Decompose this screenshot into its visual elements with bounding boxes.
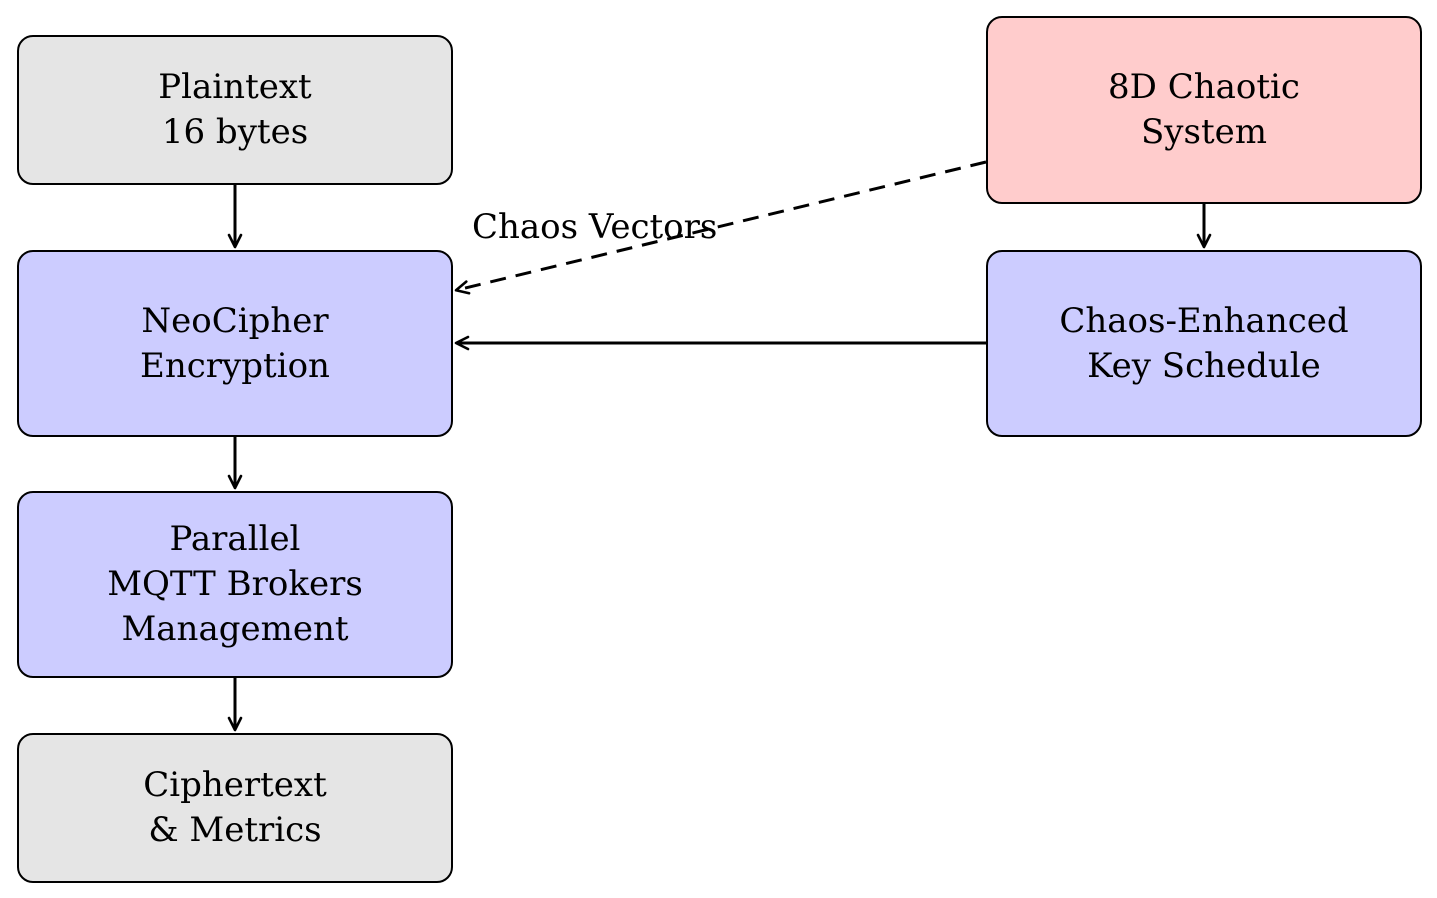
- plaintext-node-line-1: Plaintext: [158, 67, 312, 107]
- chaotic-system-node-line-1: 8D Chaotic: [1108, 67, 1300, 107]
- neocipher-node-line-2: Encryption: [140, 345, 330, 386]
- neocipher-node-line-1: NeoCipher: [141, 300, 329, 341]
- chaotic-system-node: 8D Chaotic System: [986, 16, 1422, 204]
- mqtt-node-line-3: Management: [121, 609, 349, 649]
- mqtt-node-line-1: Parallel: [169, 519, 301, 559]
- chaos-vectors-label: Chaos Vectors: [472, 207, 718, 247]
- key-schedule-node: Chaos-Enhanced Key Schedule: [986, 250, 1422, 437]
- neocipher-encryption-node: NeoCipher Encryption: [17, 250, 453, 437]
- key-schedule-node-line-1: Chaos-Enhanced: [1059, 300, 1349, 341]
- plaintext-node: Plaintext 16 bytes: [17, 35, 453, 185]
- plaintext-node-line-2: 16 bytes: [161, 112, 309, 152]
- ciphertext-node-line-2: & Metrics: [148, 810, 322, 850]
- ciphertext-node: Ciphertext & Metrics: [17, 733, 453, 883]
- key-schedule-node-line-2: Key Schedule: [1087, 345, 1321, 386]
- ciphertext-node-line-1: Ciphertext: [143, 765, 327, 805]
- mqtt-node-line-2: MQTT Brokers: [107, 564, 363, 604]
- edge-chaotic-to-neocipher-dashed: [454, 160, 987, 295]
- mqtt-brokers-node: Parallel MQTT Brokers Management: [17, 491, 453, 678]
- chaotic-system-node-line-2: System: [1141, 112, 1267, 152]
